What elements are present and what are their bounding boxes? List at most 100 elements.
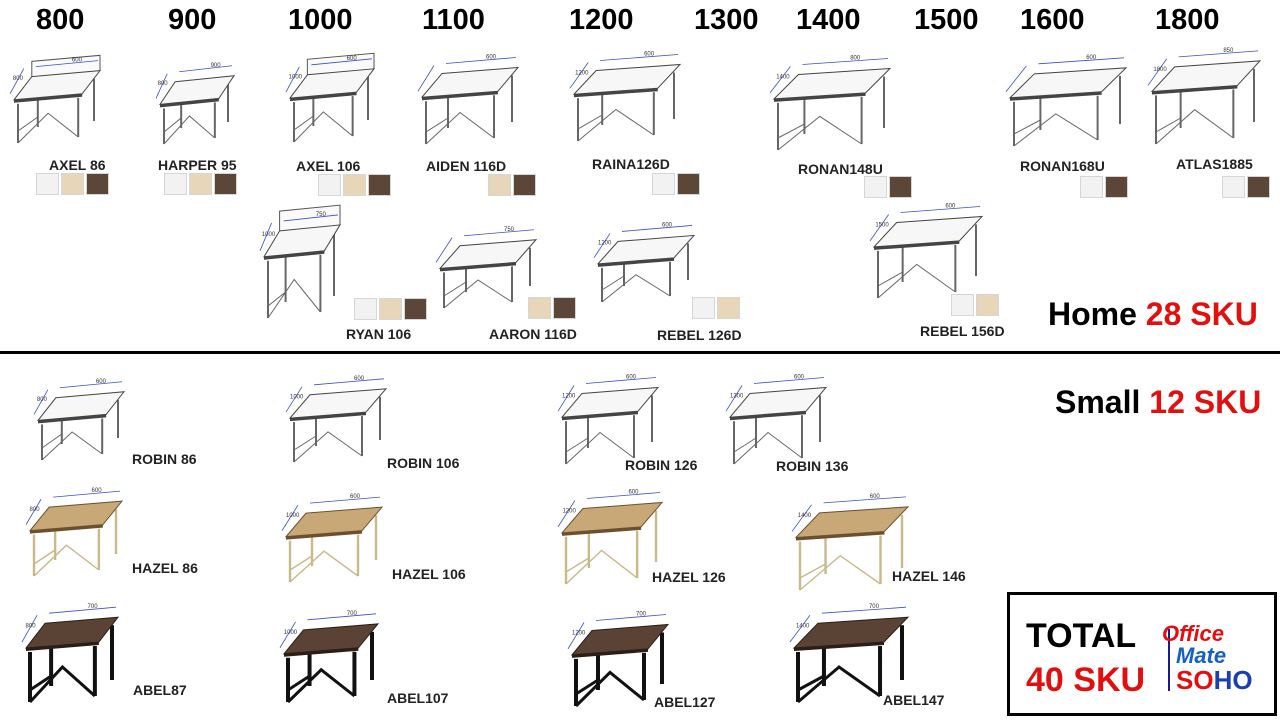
desk-top <box>570 623 670 656</box>
oak-finish-swatch <box>976 294 999 316</box>
dimension-line <box>821 606 907 614</box>
desk-frame <box>1155 109 1234 145</box>
dimension-line <box>59 381 123 389</box>
dimension-width-text: 1400 <box>798 513 812 519</box>
home-label: Home <box>1048 296 1137 332</box>
finish-swatches-atlas-1885 <box>1222 176 1270 198</box>
desk-rail <box>17 116 39 132</box>
desk-rail <box>163 117 182 133</box>
desk-frame <box>425 111 495 145</box>
size-1600: 1600 <box>1020 4 1085 36</box>
desk-frame <box>286 667 356 704</box>
finish-swatches-aiden-116d <box>488 174 536 196</box>
dimension-line <box>593 233 611 259</box>
dimension-width-text: 1000 <box>289 74 303 80</box>
dimension-depth-text: 750 <box>316 212 327 218</box>
dimension-width-text: 1000 <box>262 232 276 238</box>
dimension-depth-text: 600 <box>1086 55 1097 61</box>
dimension-line <box>595 614 667 621</box>
size-1200: 1200 <box>569 4 634 36</box>
desk-top <box>282 623 380 655</box>
dimension-line <box>900 206 981 213</box>
dimension-width-text: 1300 <box>730 393 744 399</box>
desk-rail <box>575 678 599 696</box>
dimension-width-text: 1400 <box>776 75 790 81</box>
size-1800: 1800 <box>1155 4 1220 36</box>
desk-frame <box>443 279 513 309</box>
size-800: 800 <box>36 4 85 36</box>
finish-swatches-rebel-126d <box>692 297 740 319</box>
product-label-abel-127: ABEL127 <box>654 694 716 710</box>
product-label-hazel-146: HAZEL 146 <box>892 568 966 584</box>
desk-frame <box>733 431 803 465</box>
desk-top <box>263 224 341 258</box>
desk-frame <box>41 431 103 461</box>
dimension-line <box>21 615 38 643</box>
dimension-line <box>155 73 168 99</box>
total-count: 40 SKU <box>1026 661 1146 699</box>
dimension-width-text: 1000 <box>290 394 304 400</box>
dimension-line <box>600 54 679 61</box>
dimension-line <box>869 214 889 242</box>
walnut-finish-swatch <box>214 173 237 195</box>
dimension-line <box>435 237 453 263</box>
dimension-width-text: 1400 <box>796 624 810 630</box>
dimension-line <box>586 492 661 499</box>
desk-hutch <box>31 54 101 77</box>
walnut-finish-swatch <box>513 174 536 196</box>
desk-frame <box>17 112 79 144</box>
size-1000: 1000 <box>288 4 353 36</box>
desk-illustration: 1000 700 <box>279 611 380 706</box>
size-1100: 1100 <box>422 4 485 36</box>
desk-rail <box>29 674 52 692</box>
walnut-finish-swatch <box>368 174 391 196</box>
desk-top <box>158 75 236 106</box>
oak-finish-swatch <box>528 297 551 319</box>
dimension-depth-text: 750 <box>504 227 515 233</box>
dimension-line <box>25 498 42 525</box>
officemate-soho-logo: SOHO <box>1176 665 1253 696</box>
dimension-line <box>753 377 825 384</box>
dimension-width-text: 1000 <box>284 630 298 636</box>
dimension-width-text: 800 <box>30 507 41 513</box>
desk-frame <box>574 670 645 708</box>
desk-edge <box>290 92 357 102</box>
product-label-atlas-1885: ATLAS1885 <box>1176 156 1253 172</box>
product-label-axel-86: AXEL 86 <box>49 157 106 173</box>
product-label-rebel-156d: REBEL 156D <box>920 323 1005 339</box>
dimension-depth-text: 600 <box>486 54 497 60</box>
desk-top <box>288 68 376 99</box>
dimension-line <box>557 500 576 528</box>
dimension-depth-text: 700 <box>347 611 358 617</box>
dimension-line <box>49 606 117 614</box>
white-finish-swatch <box>652 173 675 195</box>
desk-frame <box>777 115 862 151</box>
desk-edge <box>14 93 83 103</box>
desk-top <box>1008 67 1128 99</box>
dimension-line <box>313 378 385 386</box>
white-finish-swatch <box>318 174 341 196</box>
desk-rail <box>565 437 589 453</box>
dimension-depth-text: 850 <box>1223 48 1234 54</box>
desk-edge <box>574 88 658 98</box>
desk-frame <box>293 431 363 463</box>
walnut-finish-swatch <box>1247 176 1270 198</box>
desk-edge <box>264 250 325 260</box>
dimension-width-text: 800 <box>26 624 37 630</box>
dimension-line <box>35 60 99 68</box>
dimension-line <box>769 66 791 94</box>
desk-edge <box>1152 85 1238 95</box>
desk-edge <box>796 531 885 541</box>
